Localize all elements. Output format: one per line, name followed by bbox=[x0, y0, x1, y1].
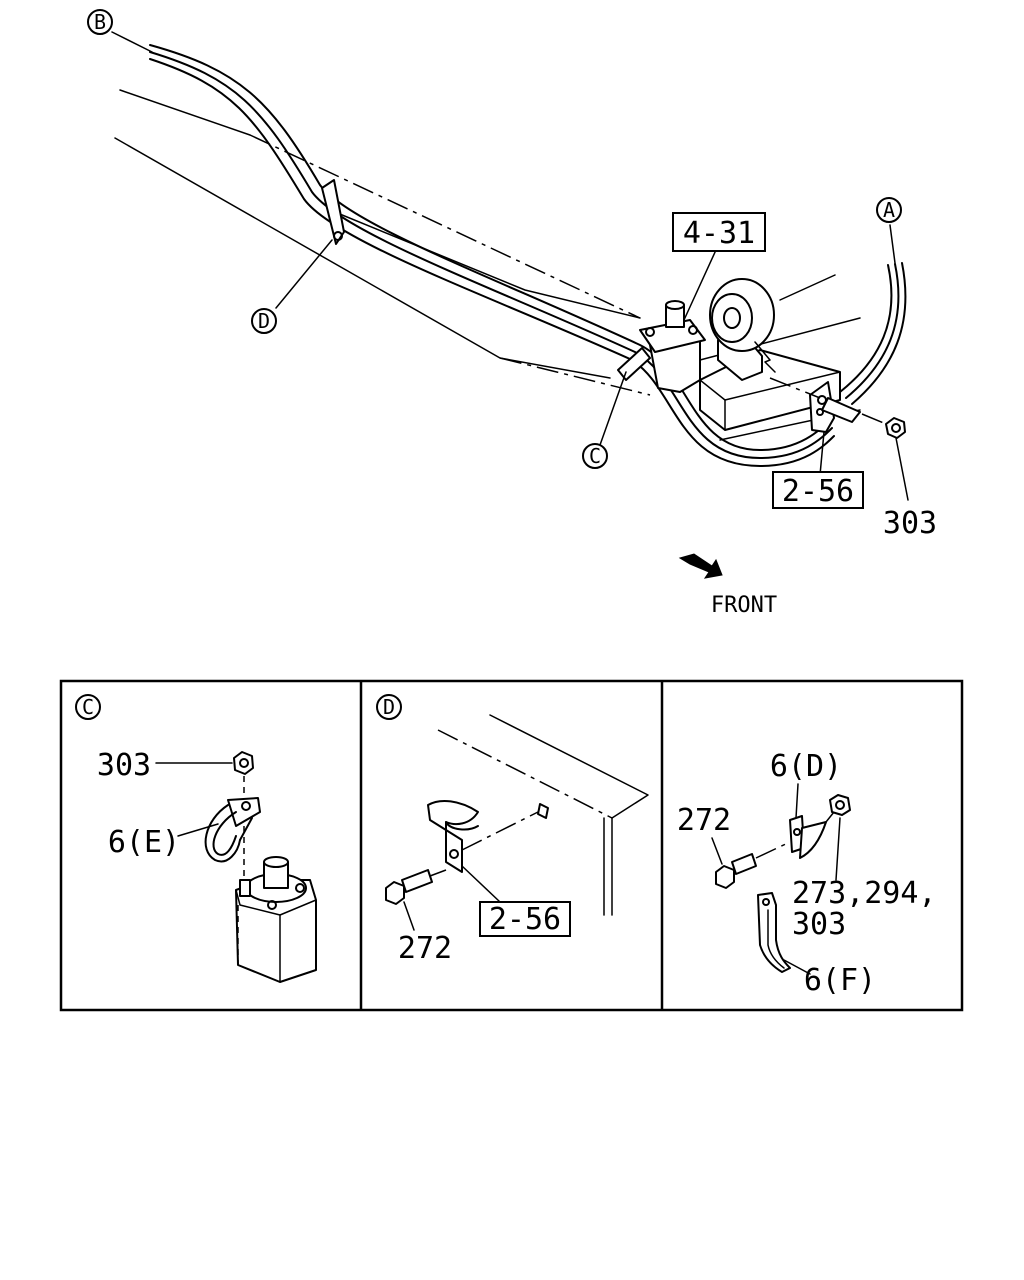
label-303: 303 bbox=[883, 506, 937, 541]
pipe-clip-d bbox=[321, 179, 345, 245]
panel-c-nut-label: 303 bbox=[97, 748, 151, 783]
bolt-icon-right bbox=[715, 853, 757, 889]
panel-c-clip-label: 6(E) bbox=[108, 825, 180, 860]
relay-unit bbox=[639, 300, 706, 393]
detail-panel-c: C 303 6(E) bbox=[75, 694, 317, 983]
label-4-31-text: 4-31 bbox=[683, 216, 755, 251]
relay-icon bbox=[235, 856, 317, 983]
clip-e-icon bbox=[204, 797, 261, 863]
clip-2-56-icon bbox=[427, 799, 549, 873]
clip-f-icon bbox=[757, 892, 791, 973]
callout-a: A bbox=[876, 197, 902, 223]
panel-e-nuts-label-line2: 303 bbox=[792, 907, 846, 942]
detail-panel-e: 6(D) 272 273,294, 303 6(F) bbox=[677, 749, 937, 998]
panel-d-bolt-label: 272 bbox=[398, 931, 452, 966]
nut-303-icon bbox=[885, 417, 906, 439]
panel-d-box-label: 2-56 bbox=[489, 902, 561, 937]
nut-icon bbox=[233, 751, 254, 775]
callout-d-text: D bbox=[258, 309, 270, 333]
clip-d-icon bbox=[789, 815, 827, 859]
front-label: FRONT bbox=[711, 593, 777, 618]
panel-e-clip-f-label: 6(F) bbox=[804, 963, 876, 998]
main-assembly-view: B A D C 4-31 2-56 303 FRONT bbox=[87, 9, 937, 618]
pipe-clip-c bbox=[617, 347, 651, 381]
frame-section bbox=[437, 714, 649, 916]
panel-e-clip-d-label: 6(D) bbox=[770, 749, 842, 784]
panel-e-nuts-label-line1: 273,294, bbox=[792, 876, 937, 911]
callout-a-text: A bbox=[883, 198, 895, 222]
panel-d-marker: D bbox=[383, 695, 395, 719]
nut-icon-right bbox=[829, 794, 851, 816]
bolt-icon bbox=[385, 869, 433, 905]
callout-b: B bbox=[87, 9, 113, 35]
panel-c-marker: C bbox=[82, 695, 94, 719]
pipe-bundle bbox=[149, 44, 907, 467]
callout-b-text: B bbox=[94, 10, 106, 34]
tensioner-block bbox=[699, 278, 841, 431]
panel-e-bolt-label: 272 bbox=[677, 803, 731, 838]
detail-panel-d: D 272 2-56 bbox=[376, 694, 649, 966]
pipe-bracket bbox=[769, 377, 887, 433]
label-2-56-text: 2-56 bbox=[782, 474, 854, 509]
label-4-31: 4-31 bbox=[672, 212, 766, 252]
callout-d: D bbox=[251, 308, 277, 334]
front-arrow-icon bbox=[678, 553, 723, 579]
detail-panels bbox=[59, 679, 964, 1012]
leader-lines bbox=[111, 31, 909, 501]
callout-c-text: C bbox=[589, 444, 601, 468]
label-2-56: 2-56 bbox=[772, 471, 864, 509]
callout-c: C bbox=[582, 443, 608, 469]
